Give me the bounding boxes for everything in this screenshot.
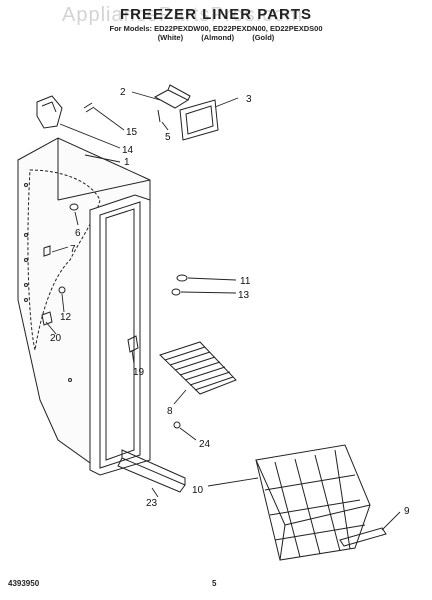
- shelf-support-11-13: [171, 274, 188, 296]
- screw-15: [83, 102, 95, 113]
- leader-lines: [45, 91, 401, 531]
- part-20: [41, 311, 53, 326]
- callout-23: 23: [146, 498, 158, 509]
- document-number: 4393950: [8, 579, 40, 588]
- color-gold: (Gold): [252, 33, 275, 42]
- callout-3: 3: [246, 94, 252, 105]
- watermark: AppliancePartsPros.com: [62, 4, 303, 26]
- callout-19: 19: [133, 367, 145, 378]
- wire-basket: [255, 444, 371, 561]
- callout-2: 2: [120, 87, 126, 98]
- color-white: (White): [157, 33, 184, 42]
- model-list: For Models: ED22PEXDW00, ED22PEXDN00, ED…: [109, 24, 323, 33]
- part-7: [43, 245, 51, 257]
- part-19: [127, 335, 139, 353]
- callout-13: 13: [238, 290, 250, 301]
- callout-7: 7: [70, 244, 76, 255]
- wire-shelf: [159, 341, 237, 395]
- screw-24: [173, 421, 181, 429]
- page-title: FREEZER LINER PARTS: [119, 6, 313, 23]
- page-number: 5: [212, 579, 217, 588]
- callout-24: 24: [199, 439, 211, 450]
- callout-20: 20: [50, 333, 62, 344]
- callout-8: 8: [167, 406, 173, 417]
- lower-bracket: [117, 449, 186, 493]
- callout-15: 15: [126, 127, 138, 138]
- callout-12: 12: [60, 312, 72, 323]
- liner-clip: [36, 95, 63, 129]
- callout-1: 1: [124, 157, 130, 168]
- diagram-header: FREEZER LINER PARTS For Models: ED22PEXD…: [0, 6, 432, 42]
- callout-6: 6: [75, 228, 81, 239]
- callout-14: 14: [122, 145, 134, 156]
- callout-10: 10: [192, 485, 204, 496]
- callout-11: 11: [240, 276, 251, 287]
- color-almond: (Almond): [201, 33, 235, 42]
- color-list: (White) (Almond) (Gold): [0, 33, 432, 42]
- part-6: [69, 203, 79, 211]
- light-bracket: [153, 84, 191, 123]
- callout-5: 5: [165, 132, 171, 143]
- part-12: [58, 286, 66, 294]
- callout-9: 9: [404, 506, 410, 517]
- basket-bar: [339, 527, 387, 547]
- liner-front-flange: [89, 194, 151, 476]
- light-shield: [179, 99, 219, 141]
